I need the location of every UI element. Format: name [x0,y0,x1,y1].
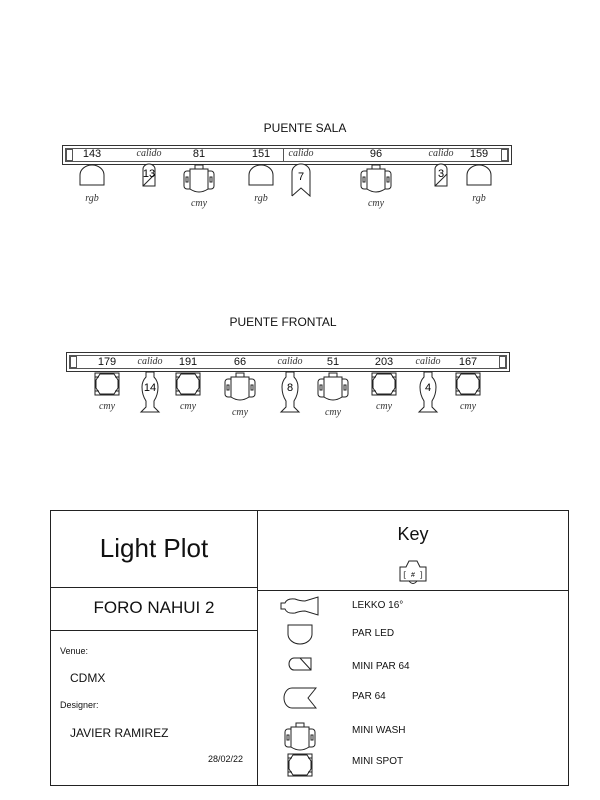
mini-spot-fixture-icon[interactable] [93,371,121,402]
color-label: calido [415,356,441,367]
venue-label: Venue: [60,646,89,656]
date: 28/02/22 [208,754,244,764]
key-sample-fixture-icon: [ # ] [396,557,430,594]
par-led-fixture-icon[interactable] [78,163,106,192]
key-title: Key [397,524,429,544]
svg-text:13: 13 [143,168,155,180]
key-label: LEKKO 16° [352,600,404,611]
title-block [50,510,569,786]
color-label: cmy [375,401,393,412]
channel-number: 167 [458,356,478,368]
mini-par-64-fixture-icon[interactable]: 13 [142,163,156,192]
mini-spot-fixture-icon[interactable] [174,371,202,402]
channel-number: 51 [326,356,340,368]
key-mini-par-64-icon [288,657,312,676]
key-par-64-icon [283,687,318,714]
svg-text:14: 14 [144,382,156,394]
color-label: rgb [472,193,486,204]
key-label: PAR LED [352,628,395,639]
color-label: calido [288,148,314,159]
key-lekko-icon [280,596,320,621]
show-name: FORO NAHUI 2 [93,598,215,617]
key-mini-spot-icon [286,752,314,783]
channel-number: 143 [82,148,102,160]
mini-wash-fixture-icon[interactable] [317,371,349,408]
color-label: cmy [190,198,208,209]
channel-number: 66 [233,356,247,368]
color-label: cmy [324,407,342,418]
par-64-fixture-icon[interactable]: 7 [291,163,311,202]
bar-title-frontal: PUENTE FRONTAL [229,315,337,329]
par-led-fixture-icon[interactable] [465,163,493,192]
key-par-led-icon [286,624,314,651]
channel-number: 191 [178,356,198,368]
channel-number: 159 [469,148,489,160]
channel-number: 179 [97,356,117,368]
key-label: MINI PAR 64 [352,661,410,672]
mini-wash-fixture-icon[interactable] [183,163,215,200]
lekko-fixture-icon[interactable]: 8 [279,371,301,418]
divider [50,587,258,588]
svg-text:7: 7 [298,171,304,183]
bar-title-sala: PUENTE SALA [263,121,347,135]
key-label: MINI WASH [352,725,406,736]
mini-spot-fixture-icon[interactable] [370,371,398,402]
color-label: calido [137,356,163,367]
svg-text:[ # ]: [ # ] [402,572,423,580]
lekko-fixture-icon[interactable]: 4 [417,371,439,418]
par-led-fixture-icon[interactable] [247,163,275,192]
color-label: calido [136,148,162,159]
channel-number: 203 [374,356,394,368]
pipe-puente-sala [62,145,512,165]
title-block-divider [257,510,258,786]
mini-wash-fixture-icon[interactable] [360,163,392,200]
key-mini-wash-icon [284,721,316,758]
color-label: rgb [254,193,268,204]
lekko-fixture-icon[interactable]: 14 [139,371,161,418]
mini-spot-fixture-icon[interactable] [454,371,482,402]
mini-wash-fixture-icon[interactable] [224,371,256,408]
divider [257,590,568,591]
designer-label: Designer: [60,700,99,710]
plot-title: Light Plot [99,533,209,563]
svg-text:8: 8 [287,382,293,394]
svg-text:4: 4 [425,382,431,394]
channel-number: 96 [369,148,383,160]
color-label: cmy [98,401,116,412]
key-label: PAR 64 [352,691,386,702]
color-label: rgb [85,193,99,204]
color-label: cmy [179,401,197,412]
color-label: calido [428,148,454,159]
mini-par-64-fixture-icon[interactable]: 3 [434,163,448,192]
key-label: MINI SPOT [352,756,404,767]
venue-value: CDMX [70,671,106,685]
color-label: cmy [231,407,249,418]
divider [50,630,258,631]
channel-number: 81 [192,148,206,160]
svg-text:3: 3 [438,168,444,180]
channel-number: 151 [251,148,271,160]
designer-value: JAVIER RAMIREZ [70,726,169,740]
color-label: calido [277,356,303,367]
color-label: cmy [367,198,385,209]
color-label: cmy [459,401,477,412]
